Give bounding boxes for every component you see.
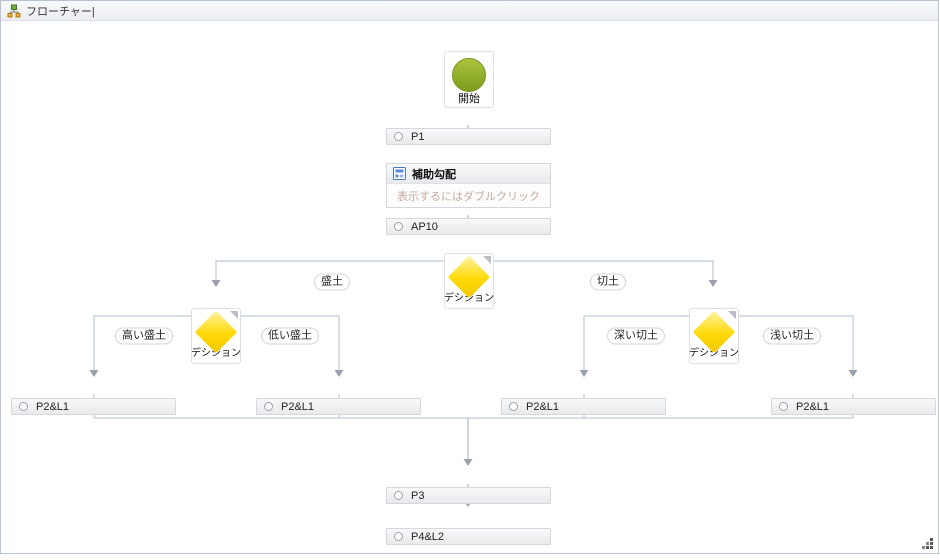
decision-node-label: デシジョン [689, 348, 739, 359]
branch-label-deep-cut[interactable]: 深い切土 [607, 327, 665, 345]
process-node-p4l2[interactable]: P4&L2 [386, 528, 551, 545]
process-node-label: AP10 [411, 220, 438, 233]
subchart-node[interactable]: 補助勾配 表示するにはダブルクリック [386, 163, 551, 208]
subchart-label: 補助勾配 [412, 168, 456, 181]
subchart-icon [393, 167, 406, 180]
flowchart-canvas[interactable]: 開始 P1 補助勾配 表示するにはダブルクリック AP10 [1, 21, 938, 553]
branch-label-fill[interactable]: 盛土 [314, 273, 350, 291]
process-circle-icon [509, 402, 518, 411]
decision-node-label: デシジョン [444, 293, 494, 304]
process-circle-icon [779, 402, 788, 411]
subchart-hint: 表示するにはダブルクリック [397, 191, 540, 203]
process-node-ap10[interactable]: AP10 [386, 218, 551, 235]
flowchart-icon [7, 4, 21, 17]
process-circle-icon [394, 491, 403, 500]
corner-marker-icon [483, 256, 491, 264]
subchart-header: 補助勾配 [387, 164, 550, 184]
decision-node-main[interactable]: デシジョン [444, 253, 494, 309]
process-circle-icon [394, 532, 403, 541]
process-node-p2l1-3[interactable]: P2&L1 [501, 398, 666, 415]
process-circle-icon [394, 132, 403, 141]
corner-marker-icon [728, 311, 736, 319]
process-node-p1[interactable]: P1 [386, 128, 551, 145]
process-node-p2l1-2[interactable]: P2&L1 [256, 398, 421, 415]
process-circle-icon [19, 402, 28, 411]
branch-label-shallow-cut[interactable]: 浅い切土 [763, 327, 821, 345]
start-node-label: 開始 [458, 93, 480, 105]
start-node[interactable]: 開始 [444, 51, 494, 108]
decision-node-left[interactable]: デシジョン [191, 308, 241, 364]
process-node-label: P2&L1 [281, 400, 315, 413]
corner-marker-icon [230, 311, 238, 319]
process-node-label: P2&L1 [796, 400, 830, 413]
decision-node-label: デシジョン [191, 348, 241, 359]
process-node-p2l1-1[interactable]: P2&L1 [11, 398, 176, 415]
process-circle-icon [394, 222, 403, 231]
start-circle-icon [452, 58, 486, 92]
process-node-label: P2&L1 [36, 400, 70, 413]
process-node-p2l1-4[interactable]: P2&L1 [771, 398, 936, 415]
process-node-label: P1 [411, 130, 425, 143]
branch-label-cut[interactable]: 切土 [590, 273, 626, 291]
decision-node-right[interactable]: デシジョン [689, 308, 739, 364]
process-node-label: P4&L2 [411, 530, 445, 543]
panel-titlebar: フローチャー| [1, 1, 938, 21]
resize-grip-icon[interactable] [921, 537, 934, 550]
panel-title: フローチャー| [26, 5, 95, 18]
process-node-p3[interactable]: P3 [386, 487, 551, 504]
process-node-label: P3 [411, 489, 425, 502]
process-node-label: P2&L1 [526, 400, 560, 413]
process-circle-icon [264, 402, 273, 411]
branch-label-low-fill[interactable]: 低い盛土 [261, 327, 319, 345]
branch-label-high-fill[interactable]: 高い盛土 [115, 327, 173, 345]
